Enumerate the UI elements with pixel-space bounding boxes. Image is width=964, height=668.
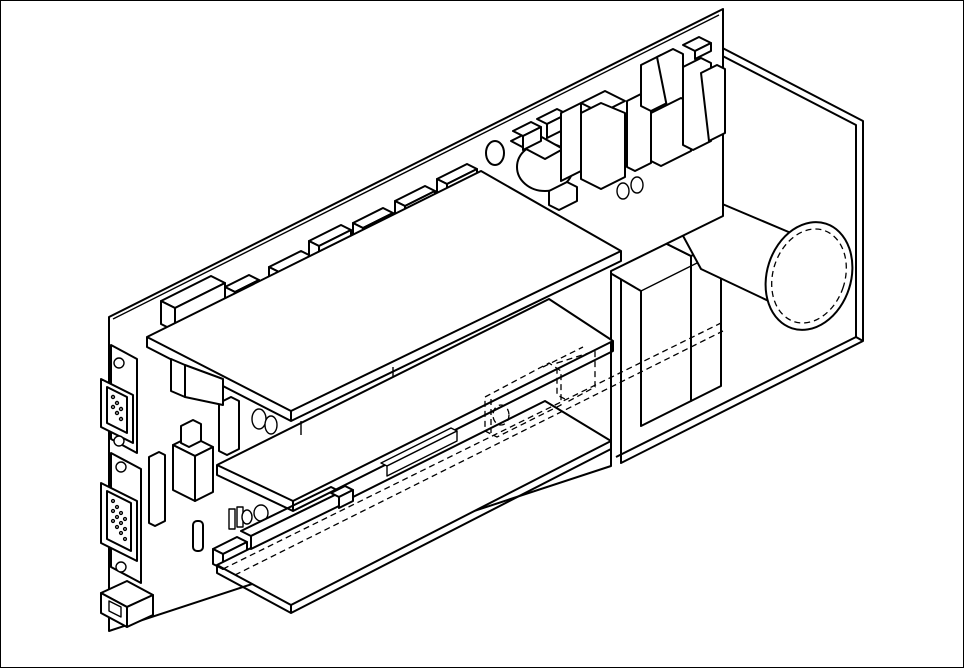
ic-chip	[149, 452, 165, 526]
ic-chip	[683, 58, 725, 150]
db9-connector	[101, 345, 137, 453]
ic-chip	[181, 420, 201, 447]
db15-connector	[101, 453, 141, 583]
